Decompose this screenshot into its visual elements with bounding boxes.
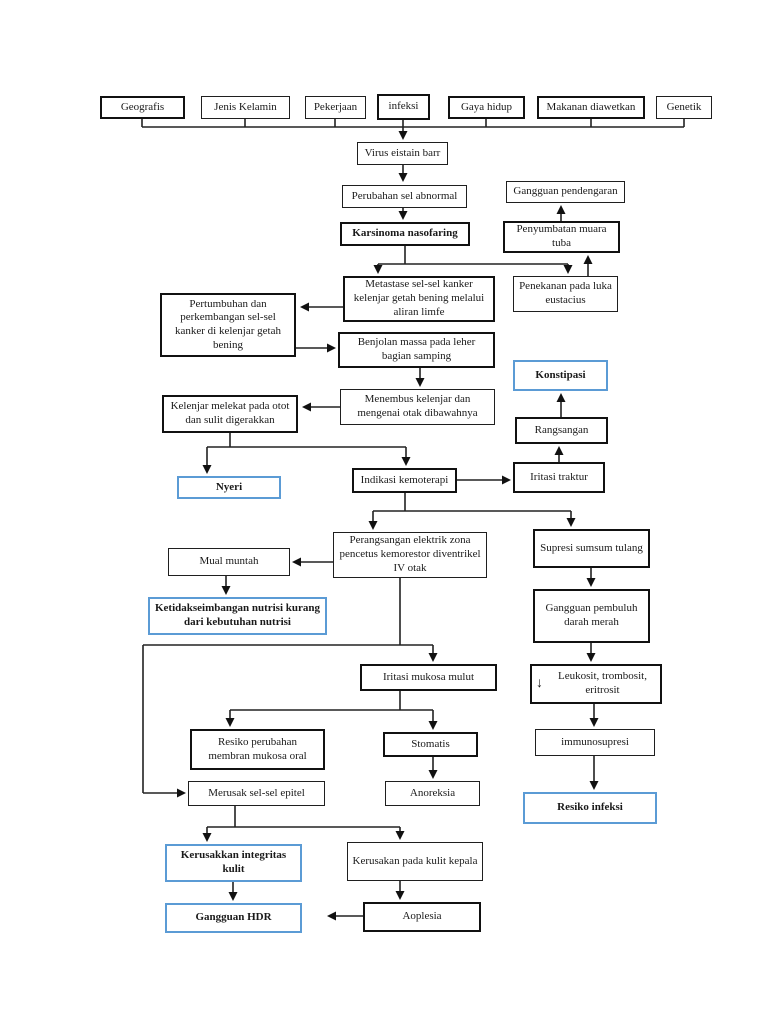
node-infeksi: infeksi [377,94,430,120]
node-perubahan-sel-abnormal: Perubahan sel abnormal [342,185,467,208]
node-mual-muntah: Mual muntah [168,548,290,576]
node-iritasi-mukosa-mulut: Iritasi mukosa mulut [360,664,497,691]
node-karsinoma-nasofaring: Karsinoma nasofaring [340,222,470,246]
node-label: Mual muntah [199,555,259,568]
node-konstipasi: Konstipasi [513,360,608,391]
node-label: Gangguan pembuluh darah merah [545,602,638,628]
node-kerusakkan-integritas-kulit: Kerusakkan integritas kulit [165,844,302,882]
node-label: Virus eistain barr [364,146,441,159]
node-label: Kerusakan pada kulit kepala [352,854,478,867]
node-anoreksia: Anoreksia [385,781,480,806]
node-resiko-infeksi: Resiko infeksi [523,792,657,824]
down-arrow-icon: ↓ [536,676,543,691]
node-label: immunosupresi [561,735,629,748]
node-makanan-diawetkan: Makanan diawetkan [537,96,645,119]
node-kelenjar-melekat: Kelenjar melekat pada otot dan sulit dig… [162,395,298,433]
node-metastase: Metastase sel-sel kanker kelenjar getah … [343,276,495,322]
node-label: Pekerjaan [313,100,358,113]
node-label: Makanan diawetkan [546,100,636,113]
node-label: Iritasi traktur [530,470,588,483]
node-virus-eistain-barr: Virus eistain barr [357,142,448,165]
node-label: Nyeri [215,480,243,493]
node-supresi-sumsum-tulang: Supresi sumsum tulang [533,529,650,568]
node-pekerjaan: Pekerjaan [305,96,366,119]
node-nyeri: Nyeri [177,476,281,499]
node-rangsangan: Rangsangan [515,417,608,444]
node-label: Aoplesia [402,910,442,923]
node-aoplesia: Aoplesia [363,902,481,932]
node-label: Resiko perubahan membran mukosa oral [208,735,307,762]
node-gaya-hidup: Gaya hidup [448,96,525,119]
node-label: Perangsangan elektrik zona pencetus kemo… [339,534,481,574]
node-resiko-perubahan-membran: Resiko perubahan membran mukosa oral [190,729,325,770]
node-penekanan-luka-eustacius: Penekanan pada luka eustacius [513,276,618,312]
node-iritasi-traktur: Iritasi traktur [513,462,605,493]
node-label: Gangguan pendengaran [513,185,618,198]
node-pertumbuhan-sel-kanker: Pertumbuhan dan perkembangan sel-sel kan… [160,293,296,357]
node-label: Jenis Kelamin [214,100,277,113]
node-menembus-kelenjar: Menembus kelenjar dan mengenai otak diba… [340,389,495,425]
node-label: Rangsangan [534,423,589,436]
node-label: Kelenjar melekat pada otot dan sulit dig… [170,400,290,426]
node-label: Metastase sel-sel kanker kelenjar getah … [353,278,485,318]
node-label: Gangguan HDR [195,911,272,924]
node-label: Geografis [120,100,165,113]
node-label: Karsinoma nasofaring [352,227,458,240]
node-label: Stomatis [411,737,450,750]
node-penyumbatan-muara-tuba: Penyumbatan muara tuba [503,221,620,253]
node-ketidakseimbangan-nutrisi: Ketidakseimbangan nutrisi kurang dari ke… [148,597,327,635]
node-label: Menembus kelenjar dan mengenai otak diba… [357,393,478,419]
node-label: Gaya hidup [460,100,512,113]
node-label: Pertumbuhan dan perkembangan sel-sel kan… [175,297,281,351]
node-label: Anoreksia [409,786,456,799]
node-label: Supresi sumsum tulang [540,541,643,554]
node-label: Iritasi mukosa mulut [382,670,475,683]
node-geografis: Geografis [100,96,185,119]
node-label: Genetik [666,100,702,113]
node-perangsangan-elektrik: Perangsangan elektrik zona pencetus kemo… [333,532,487,578]
node-label: Leukosit, trombosit, eritrosit [558,670,647,696]
node-immunosupresi: immunosupresi [535,729,655,756]
node-gangguan-pembuluh-darah: Gangguan pembuluh darah merah [533,589,650,643]
node-label: Resiko infeksi [557,801,623,814]
node-kerusakan-kulit-kepala: Kerusakan pada kulit kepala [347,842,483,881]
node-label: Ketidakseimbangan nutrisi kurang dari ke… [154,602,321,628]
node-label: Indikasi kemoterapi [360,473,449,486]
node-jenis-kelamin: Jenis Kelamin [201,96,290,119]
node-label: Perubahan sel abnormal [351,189,458,202]
node-indikasi-kemoterapi: Indikasi kemoterapi [352,468,457,493]
node-gangguan-pendengaran: Gangguan pendengaran [506,181,625,203]
node-merusak-sel-epitel: Merusak sel-sel epitel [188,781,325,806]
node-label: Konstipasi [535,368,586,381]
node-label: Penekanan pada luka eustacius [519,280,612,306]
node-label: Benjolan massa pada leher bagian samping [357,336,476,362]
node-genetik: Genetik [656,96,712,119]
node-gangguan-hdr: Gangguan HDR [165,903,302,933]
node-label: infeksi [388,100,419,113]
node-label: Merusak sel-sel epitel [208,786,305,799]
node-stomatis: Stomatis [383,732,478,757]
node-label: Kerusakkan integritas kulit [180,849,287,875]
node-benjolan-massa: Benjolan massa pada leher bagian samping [338,332,495,368]
node-leukosit-trombosit-eritrosit: ↓ Leukosit, trombosit, eritrosit [530,664,662,704]
node-label: Penyumbatan muara tuba [516,223,607,249]
